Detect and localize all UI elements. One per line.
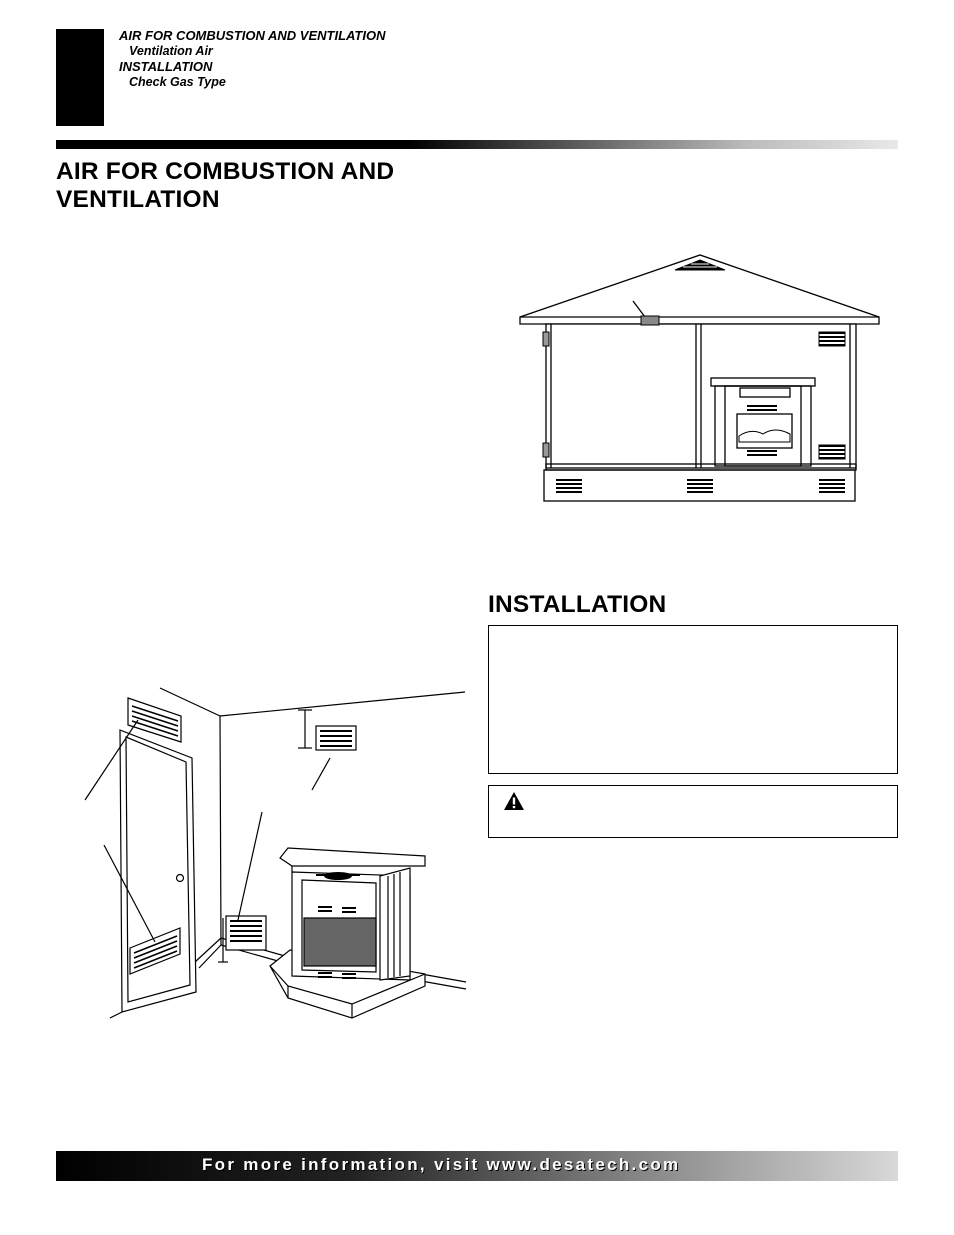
wall-vent-lower-left bbox=[542, 442, 550, 458]
toc-item-ventilation-air[interactable]: Ventilation Air bbox=[129, 43, 213, 58]
fireplace-lower-grille bbox=[318, 972, 356, 979]
fireplace-ornament bbox=[316, 872, 360, 880]
toc-item-air-combustion[interactable]: AIR FOR COMBUSTION AND VENTILATION bbox=[119, 28, 386, 43]
notice-box bbox=[488, 625, 898, 774]
air-combustion-heading-line2: VENTILATION bbox=[56, 186, 220, 213]
fireplace-grille-bottom bbox=[747, 450, 777, 456]
air-combustion-heading: AIR FOR COMBUSTION AND VENTILATION bbox=[56, 158, 394, 214]
installation-heading: INSTALLATION bbox=[488, 591, 667, 618]
toc-item-installation[interactable]: INSTALLATION bbox=[119, 59, 213, 74]
header-toc: AIR FOR COMBUSTION AND VENTILATION Venti… bbox=[119, 28, 386, 90]
toc-item-check-gas-type[interactable]: Check Gas Type bbox=[129, 74, 226, 89]
house-ventilation-diagram bbox=[519, 254, 880, 502]
crawlspace-vent-left bbox=[556, 479, 582, 493]
low-wall-vent-louvers bbox=[230, 920, 262, 942]
fireplace-grille-top bbox=[747, 405, 777, 411]
door-vent-louvers bbox=[133, 935, 178, 969]
room-ventilation-illustration bbox=[84, 687, 467, 1019]
footer-banner: For more information, visit www.desatech… bbox=[56, 1151, 898, 1181]
fireplace-upper-grille bbox=[318, 906, 356, 913]
header-gradient-rule bbox=[56, 140, 898, 149]
ceiling-vent bbox=[640, 315, 660, 326]
warning-box bbox=[488, 785, 898, 838]
upper-wall-vent-louvers bbox=[131, 705, 179, 737]
high-wall-vent-louvers bbox=[320, 730, 352, 747]
warning-triangle-icon bbox=[504, 792, 524, 810]
footer-website-link[interactable]: For more information, visit www.desatech… bbox=[202, 1155, 681, 1174]
air-combustion-heading-line1: AIR FOR COMBUSTION AND bbox=[56, 158, 395, 185]
wall-vent-upper-left bbox=[542, 331, 550, 347]
room-vent-lower-right bbox=[818, 444, 846, 460]
section-tab-block bbox=[56, 29, 104, 126]
crawlspace-vent-center bbox=[687, 479, 713, 493]
room-vent-upper-right bbox=[818, 331, 846, 347]
crawlspace-vent-right bbox=[819, 479, 845, 493]
